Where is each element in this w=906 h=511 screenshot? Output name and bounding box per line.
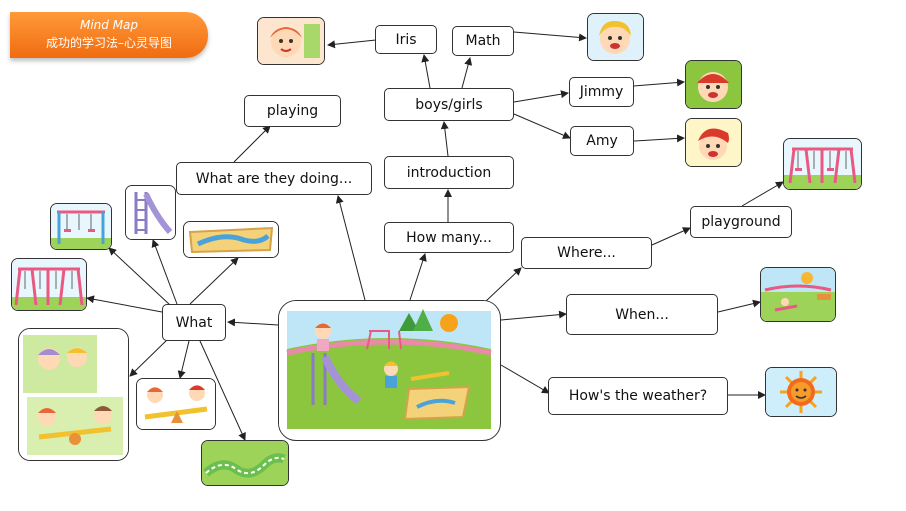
pic-sunny[interactable] — [765, 367, 837, 417]
swing-icon — [51, 204, 111, 249]
node-when[interactable]: When... — [566, 294, 718, 335]
pic-seesaw[interactable] — [136, 378, 216, 430]
mind-map-banner: Mind Map 成功的学习法–心灵导图 — [10, 12, 208, 58]
children-playing-icon — [19, 329, 128, 460]
pic-when-scene[interactable] — [760, 267, 836, 322]
boy-cap-face-icon — [686, 61, 741, 108]
boy-face-icon — [588, 14, 643, 60]
pic-sandbox[interactable] — [183, 221, 279, 258]
banner-title: Mind Map — [79, 18, 139, 32]
pic-iris-girl[interactable] — [257, 17, 325, 65]
sun-icon — [766, 368, 836, 416]
node-amy[interactable]: Amy — [570, 126, 634, 156]
node-introduction[interactable]: introduction — [384, 156, 514, 189]
pic-slide[interactable] — [125, 185, 176, 240]
playground-scene-icon — [279, 301, 499, 439]
node-math[interactable]: Math — [452, 26, 514, 56]
girl-face-icon — [258, 18, 324, 64]
node-what[interactable]: What — [162, 304, 226, 341]
center-playground-image[interactable] — [278, 300, 501, 441]
node-where[interactable]: Where... — [521, 237, 652, 269]
pic-jimmy[interactable] — [685, 60, 742, 109]
node-playing[interactable]: playing — [244, 95, 341, 127]
pic-amy[interactable] — [685, 118, 742, 167]
pic-math-boy[interactable] — [587, 13, 644, 61]
slide-icon — [126, 186, 175, 239]
playground-scene-icon — [761, 268, 835, 321]
node-what-doing[interactable]: What are they doing... — [176, 162, 372, 195]
node-iris[interactable]: Iris — [375, 25, 437, 54]
pic-swing-set[interactable] — [11, 258, 87, 311]
pic-playground-swing[interactable] — [783, 138, 862, 190]
banner-subtitle: 成功的学习法–心灵导图 — [45, 36, 172, 50]
node-boys-girls[interactable]: boys/girls — [384, 88, 514, 121]
sandbox-icon — [184, 222, 278, 257]
pic-children-seesaw[interactable] — [18, 328, 129, 461]
snake-path-icon — [202, 441, 288, 485]
node-how-many[interactable]: How many... — [384, 222, 514, 253]
seesaw-icon — [137, 379, 215, 429]
node-jimmy[interactable]: Jimmy — [569, 77, 634, 107]
girl-face-icon — [686, 119, 741, 166]
pic-snake-path[interactable] — [201, 440, 289, 486]
node-playground[interactable]: playground — [690, 206, 792, 238]
swing-icon — [12, 259, 86, 310]
pic-monkey-bars[interactable] — [50, 203, 112, 250]
node-weather[interactable]: How's the weather? — [548, 377, 728, 415]
swing-icon — [784, 139, 861, 189]
